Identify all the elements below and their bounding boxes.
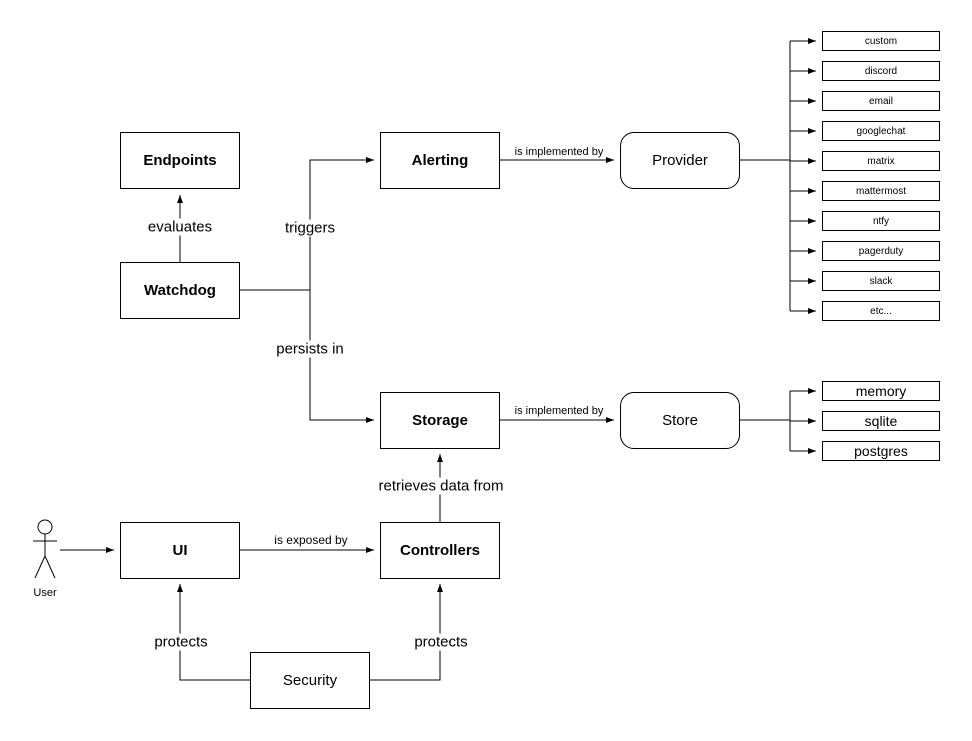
provider-impl-slack: slack [822, 271, 940, 291]
provider-impl-matrix: matrix [822, 151, 940, 171]
node-security: Security [250, 652, 370, 709]
provider-impl-discord: discord [822, 61, 940, 81]
node-controllers: Controllers [380, 522, 500, 579]
edge-label-persists-in: persists in [274, 340, 346, 358]
provider-impl-etc: etc... [822, 301, 940, 321]
store-impl-postgres: postgres [822, 441, 940, 461]
node-storage: Storage [380, 392, 500, 449]
edge-label-storage-is-implemented-by: is implemented by [512, 405, 606, 417]
edge-label-triggers: triggers [282, 219, 338, 237]
user-actor-label: User [33, 587, 57, 599]
provider-impl-mattermost: mattermost [822, 181, 940, 201]
provider-impl-pagerduty: pagerduty [822, 241, 940, 261]
edge-label-retrieves-data-from: retrieves data from [376, 477, 506, 495]
user-actor-icon [33, 519, 57, 579]
provider-impl-email: email [822, 91, 940, 111]
edge-label-protects-controllers: protects [412, 633, 470, 651]
node-endpoints: Endpoints [120, 132, 240, 189]
provider-impl-custom: custom [822, 31, 940, 51]
edge-label-alerting-is-implemented-by: is implemented by [512, 146, 606, 158]
provider-impl-googlechat: googlechat [822, 121, 940, 141]
node-provider: Provider [620, 132, 740, 189]
store-impl-memory: memory [822, 381, 940, 401]
edge-label-is-exposed-by: is exposed by [272, 533, 350, 547]
node-alerting: Alerting [380, 132, 500, 189]
edge-label-evaluates: evaluates [145, 218, 215, 236]
store-impl-sqlite: sqlite [822, 411, 940, 431]
node-store: Store [620, 392, 740, 449]
edge-label-protects-ui: protects [152, 633, 210, 651]
provider-impl-ntfy: ntfy [822, 211, 940, 231]
node-watchdog: Watchdog [120, 262, 240, 319]
node-ui: UI [120, 522, 240, 579]
